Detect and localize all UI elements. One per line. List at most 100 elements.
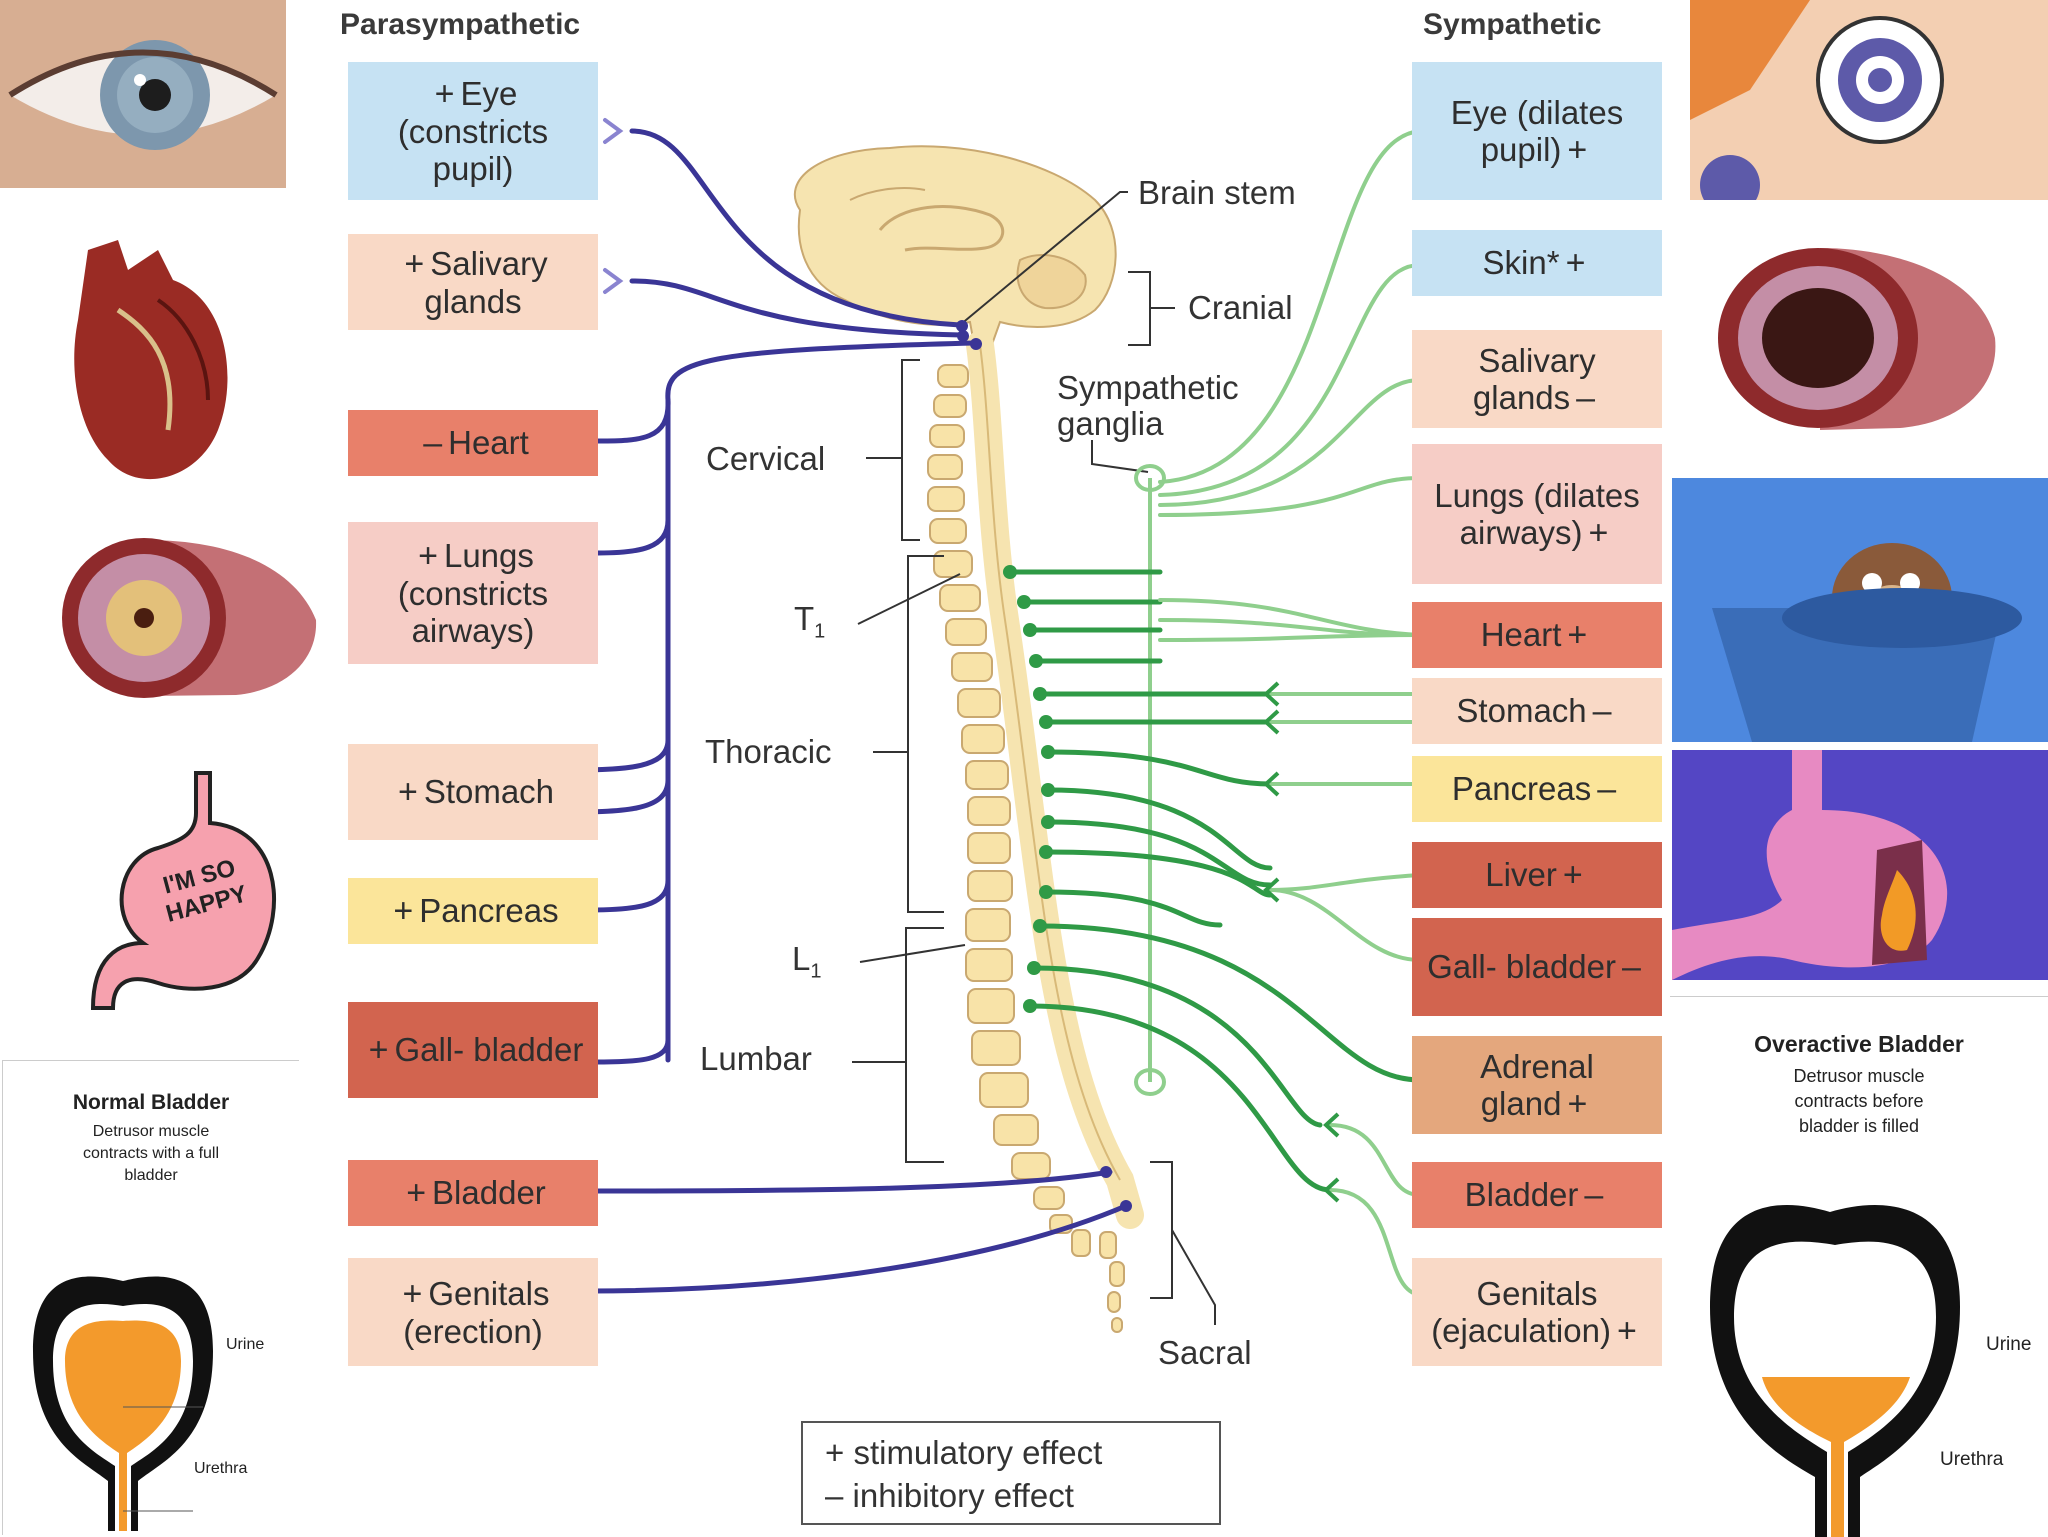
symp-skin-text: Skin* <box>1482 244 1560 281</box>
stomach-fire-image <box>1672 750 2048 980</box>
mouse-in-cup-icon <box>1672 478 2048 742</box>
sympathetic-chain <box>1134 464 1166 1096</box>
label-t1-letter: T <box>794 600 815 637</box>
legend-stimulatory: + stimulatory effect <box>825 1434 1103 1471</box>
symp-box-stomach: Stomach– <box>1412 678 1662 744</box>
symp-eye-sign: + <box>1567 130 1588 169</box>
para-eye-text: Eye (constricts pupil) <box>397 75 549 187</box>
parasympathetic-dots <box>956 320 1132 1212</box>
legend-inhibitory: – inhibitory effect <box>825 1477 1074 1514</box>
sympathetic-postganglionic <box>1158 129 1422 1297</box>
anime-eyes-icon <box>1690 0 2048 200</box>
normal-bladder-urethra-label: Urethra <box>194 1460 248 1477</box>
label-t1-sub: 1 <box>814 620 826 643</box>
para-genitals-sign: + <box>402 1274 423 1313</box>
para-box-stomach: +Stomach <box>348 744 598 840</box>
vertebrae <box>927 364 1125 1333</box>
symp-eye-text: Eye (dilates pupil) <box>1450 93 1624 168</box>
symp-adrenal-text: Adrenal gland <box>1480 1047 1594 1122</box>
overactive-bladder-urine-label: Urine <box>1986 1334 2032 1355</box>
symp-adrenal-sign: + <box>1567 1084 1588 1123</box>
overactive-bladder-illustration <box>1710 1205 1960 1537</box>
sympathetic-heading: Sympathetic <box>1423 8 1602 41</box>
bronchus-icon <box>62 538 317 698</box>
para-box-eye: +Eye (constricts pupil) <box>348 62 598 200</box>
spinal-cord <box>966 331 1144 1229</box>
label-l1-letter: L <box>792 940 811 977</box>
para-box-bladder: +Bladder <box>348 1160 598 1226</box>
para-heart-sign: – <box>423 424 443 462</box>
para-pancreas-text: Pancreas <box>419 892 559 929</box>
symp-box-genitals: Genitals (ejaculation)+ <box>1412 1258 1662 1366</box>
label-t1: T1 <box>794 600 825 644</box>
overactive-bladder-subtitle: Detrusor muscle contracts before bladder… <box>1793 1066 1925 1136</box>
symp-box-gallbladder: Gall- bladder– <box>1412 918 1662 1016</box>
symp-heart-text: Heart <box>1480 616 1562 653</box>
para-heart-text: Heart <box>448 424 529 461</box>
normal-bladder-title: Normal Bladder <box>72 1091 230 1114</box>
symp-gallbladder-text: Gall- bladder <box>1427 948 1616 985</box>
symp-genitals-sign: + <box>1616 1311 1637 1350</box>
para-pancreas-sign: + <box>393 892 414 930</box>
normal-bladder-subtitle: Detrusor muscle contracts with a full bl… <box>82 1123 220 1184</box>
para-stomach-text: Stomach <box>423 773 555 810</box>
symp-box-pancreas: Pancreas– <box>1412 756 1662 822</box>
para-lungs-text: Lungs (constricts airways) <box>397 537 549 649</box>
normal-bladder-urine-label: Urine <box>226 1336 265 1353</box>
symp-pancreas-sign: – <box>1597 770 1617 808</box>
symp-box-liver: Liver+ <box>1412 842 1662 908</box>
eye-icon <box>0 0 286 188</box>
label-cranial: Cranial <box>1188 289 1293 326</box>
label-sympathetic-ganglia: Sympathetic ganglia <box>1057 369 1239 442</box>
label-cervical: Cervical <box>706 440 826 477</box>
symp-box-bladder: Bladder– <box>1412 1162 1662 1228</box>
heart-photo <box>58 230 244 498</box>
label-thoracic: Thoracic <box>705 733 832 770</box>
para-box-lungs: +Lungs (constricts airways) <box>348 522 598 664</box>
sympathetic-ganglia-arrows <box>1263 681 1340 1203</box>
cartoon-mouse-image <box>1672 478 2048 742</box>
symp-gallbladder-sign: – <box>1622 948 1641 986</box>
symp-liver-text: Liver <box>1485 856 1557 893</box>
sympathetic-dots <box>1003 565 1055 1013</box>
happy-stomach-sticker: I'M SO HAPPY <box>88 768 292 1024</box>
parasympathetic-nerves <box>557 128 1131 1294</box>
symp-salivary-sign: – <box>1576 378 1596 417</box>
label-sacral: Sacral <box>1158 1334 1252 1371</box>
overactive-bladder-panel: Overactive Bladder Detrusor muscle contr… <box>1670 996 2048 1537</box>
symp-stomach-text: Stomach <box>1456 692 1587 729</box>
airway-dilated-photo <box>1700 238 2000 434</box>
anime-eyes-image <box>1690 0 2048 200</box>
para-box-heart: –Heart <box>348 410 598 476</box>
label-l1-sub: 1 <box>810 960 822 983</box>
para-box-genitals: +Genitals (erection) <box>348 1258 598 1366</box>
symp-pancreas-text: Pancreas <box>1451 770 1592 807</box>
symp-lungs-text: Lungs (dilates airways) <box>1434 476 1640 551</box>
label-lumbar: Lumbar <box>700 1040 812 1077</box>
sympathetic-preganglionic <box>1007 569 1423 1193</box>
stomach-fire-icon <box>1672 750 2048 980</box>
para-eye-sign: + <box>434 75 455 113</box>
symp-skin-sign: + <box>1565 244 1586 282</box>
para-bladder-text: Bladder <box>432 1174 546 1211</box>
label-l1: L1 <box>792 940 821 984</box>
symp-genitals-text: Genitals (ejaculation) <box>1431 1274 1611 1349</box>
symp-bladder-text: Bladder <box>1464 1176 1579 1213</box>
legend-box: + stimulatory effect – inhibitory effect <box>801 1421 1221 1525</box>
eye-photo <box>0 0 286 188</box>
label-brain-stem: Brain stem <box>1138 174 1296 211</box>
region-brackets <box>852 191 1216 1325</box>
overactive-bladder-urethra-label: Urethra <box>1940 1449 2004 1470</box>
para-gallbladder-text: Gall- bladder <box>394 1031 584 1068</box>
symp-heart-sign: + <box>1567 616 1588 654</box>
symp-stomach-sign: – <box>1592 692 1612 730</box>
para-salivary-sign: + <box>404 244 425 283</box>
symp-box-lungs: Lungs (dilates airways)+ <box>1412 444 1662 584</box>
normal-bladder-panel: Normal Bladder Detrusor muscle contracts… <box>2 1060 299 1535</box>
normal-bladder-illustration <box>33 1276 213 1531</box>
symp-salivary-text: Salivary glands <box>1472 341 1596 416</box>
symp-bladder-sign: – <box>1584 1176 1604 1214</box>
brain-illustration <box>793 145 1117 351</box>
para-stomach-sign: + <box>397 773 418 811</box>
heart-icon <box>74 240 228 480</box>
